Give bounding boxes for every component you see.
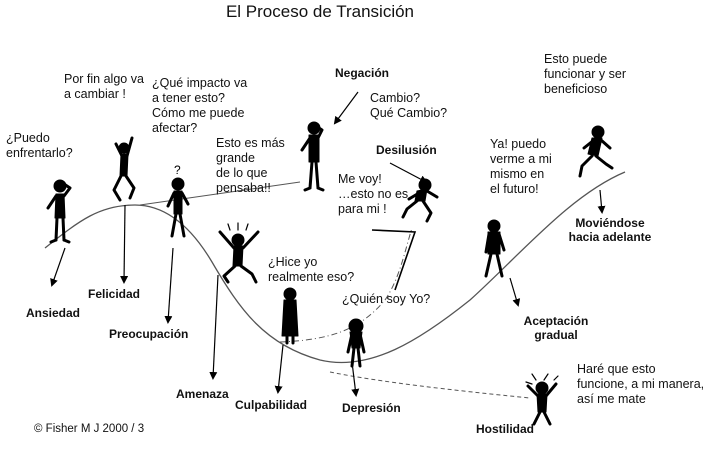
quote-hare-que: Haré que esto funcione, a mi manera, así… [577,362,705,406]
copyright-note: © Fisher M J 2000 / 3 [34,423,145,435]
quote-hice-yo: ¿Hice yo realmente eso? [268,255,355,284]
arrow-negacion [333,91,359,125]
stage-label-amenaza: Amenaza [176,387,229,401]
stage-label-preocupacion: Preocupación [109,327,189,341]
stage-label-culpabilidad: Culpabilidad [235,398,307,412]
figure-worry: ? [166,163,190,238]
figure-guilt [281,287,299,345]
denial-branch-line [139,181,301,206]
arrow-ansiedad [50,247,66,287]
figure-happiness [112,136,136,202]
quote-esto-es-mas-grande: Esto es más grande de lo que pensaba!! [216,136,285,195]
stage-label-ansiedad: Ansiedad [26,306,81,320]
svg-text:?: ? [174,163,181,177]
diagram-title: El Proceso de Transición [225,2,415,21]
stage-label-felicidad: Felicidad [88,287,141,301]
arrow-culpabilidad [274,344,284,394]
figure-moving-forward [578,125,614,178]
figure-threat [218,222,260,284]
arrow-aceptacion [509,277,521,307]
arrow-depresion [351,361,360,397]
quote-por-fin: Por fin algo va a cambiar ! [64,72,144,101]
arrow-preocupacion [164,247,174,324]
hostility-branch-line [329,371,531,399]
figure-acceptance [484,219,506,278]
figure-disillusion [401,178,439,223]
stage-label-hostilidad: Hostilidad [476,422,535,436]
arrow-amenaza [209,274,219,380]
arrow-felicidad [120,204,129,284]
stage-label-desilusion: Desilusión [376,143,437,157]
quote-cambio: Cambio? Qué Cambio? [370,91,448,120]
arrow-desilusion [389,162,428,183]
disillusion-angle-line [371,229,417,291]
figure-anxiety [46,179,72,244]
transition-curve [44,171,626,364]
disillusion-branch-line [279,227,413,343]
arrow-moviendose [597,189,606,214]
quote-esto-puede: Esto puede funcionar y ser beneficioso [544,52,626,96]
quote-quien-soy: ¿Quién soy Yo? [342,292,431,306]
quote-que-impacto: ¿Qué impacto va a tener esto? Cómo me pu… [152,76,248,135]
quote-me-voy: Me voy! …esto no es para mi ! [338,172,409,216]
quote-ya-puedo: Ya! puedo verme a mi mismo en el futuro! [490,137,552,196]
stage-label-negacion: Negación [335,66,390,80]
stage-label-moviendose: Moviéndose hacia adelante [568,216,652,245]
figure-hostility [525,373,559,426]
figure-depression [346,318,366,368]
figure-denial [300,121,325,192]
quote-puedo-enfrentarlo: ¿Puedo enfrentarlo? [6,131,73,160]
stage-label-aceptacion: Aceptación gradual [523,314,589,343]
stage-label-depresion: Depresión [342,401,401,415]
